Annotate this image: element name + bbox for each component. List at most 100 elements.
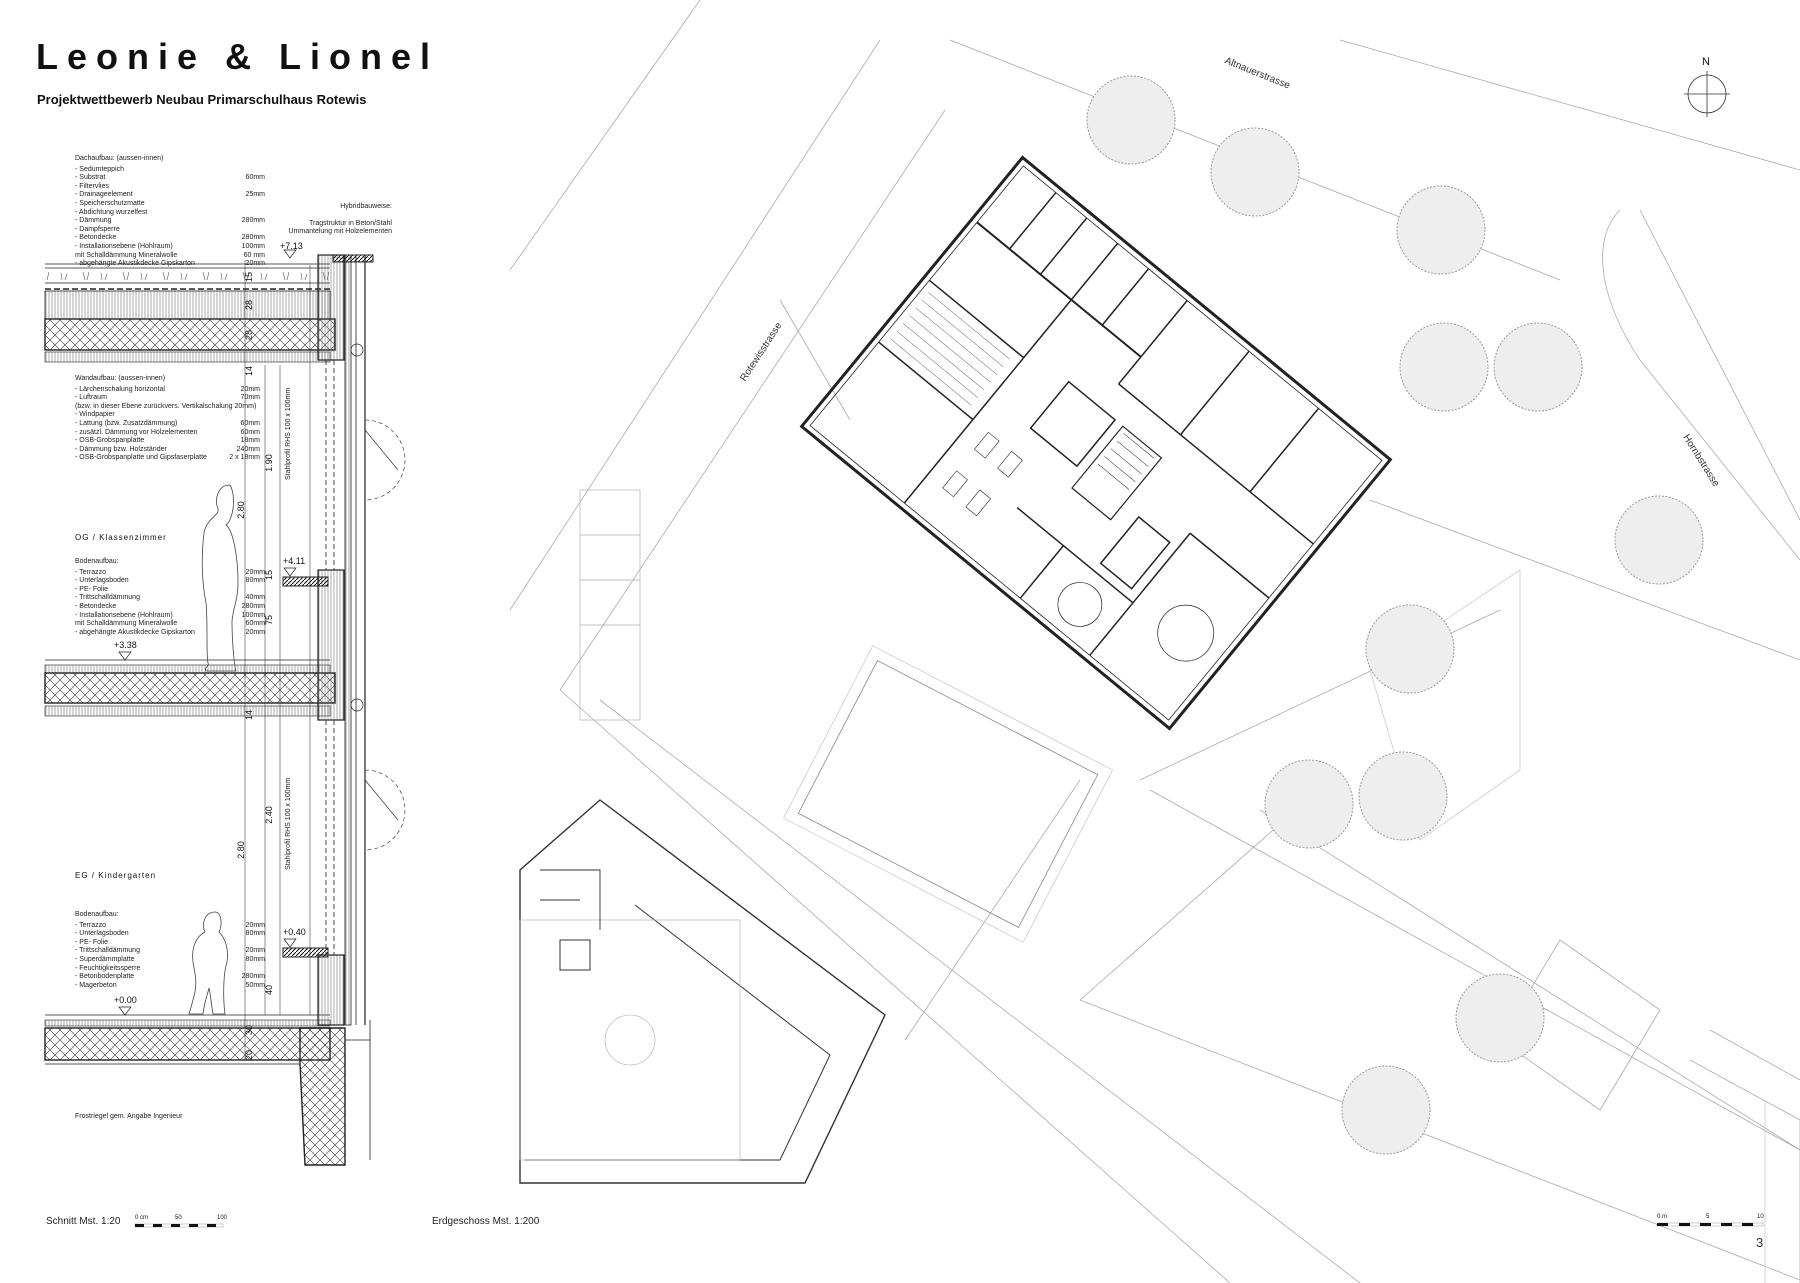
layer-thickness: 18mm <box>240 437 260 445</box>
layer-name: mit Schalldämmung Mineralwolle <box>75 620 178 628</box>
layer-thickness <box>225 166 265 175</box>
layer-name: - abgehängte Akustikdecke Gipskarton <box>75 628 195 636</box>
wall-buildup-spec: Wandaufbau: (aussen-innen)- Lärchenschal… <box>75 375 260 463</box>
layer-thickness: 60mm <box>245 174 265 182</box>
layer-name: - Dämmung <box>75 217 112 225</box>
level-eg-sill: +0.40 <box>283 927 306 937</box>
dim-eg-sill: 40 <box>264 984 275 996</box>
sports-field <box>782 645 1114 943</box>
layer-name: - OSB-Grobspanplatte und Gipsfaserplatte <box>75 454 207 462</box>
layer-thickness <box>225 226 265 235</box>
spec-layer-row: - PE- Folie <box>75 939 265 948</box>
layer-thickness: 2 x 18mm <box>229 454 260 462</box>
layer-thickness: 40mm <box>245 594 265 602</box>
layer-name: - Unterlagsboden <box>75 577 129 585</box>
north-label: N <box>1702 56 1710 68</box>
spec-layer-row: - Unterlagsboden 80mm <box>75 577 265 586</box>
layer-thickness: 20mm <box>240 385 260 393</box>
page-number: 3 <box>1756 1235 1764 1250</box>
layer-name: - OSB-Grobspanplatte <box>75 437 145 445</box>
layer-name: - Magerbeton <box>75 981 117 989</box>
dim-roof-top: 15 <box>244 271 255 283</box>
project-subtitle: Projektwettbewerb Neubau Primarschulhaus… <box>37 92 367 107</box>
level-og-sill: +4.11 <box>283 556 306 566</box>
person-child-silhouette <box>188 911 228 1015</box>
layer-name: - Dämmung bzw. Holzständer <box>75 445 167 453</box>
layer-name: - Abdichtung wurzelfest <box>75 208 148 216</box>
spec-layer-row: - PE- Folie <box>75 586 265 595</box>
tree-icon <box>1341 1065 1431 1155</box>
spec-layer-row: - Dämmung bzw. Holzständer 240mm <box>75 446 260 455</box>
layer-thickness: 60mm <box>240 428 260 436</box>
spec-layer-row: - Magerbeton 50mm <box>75 982 265 991</box>
spec-layer-row: - Filtervlies <box>75 183 265 192</box>
spec-layer-row: - Abdichtung wurzelfest <box>75 209 265 218</box>
spec-heading: Dachaufbau: (aussen-innen) <box>75 155 164 162</box>
tree-icon <box>1210 127 1300 217</box>
layer-thickness: 100mm <box>241 242 265 250</box>
layer-name: (bzw. in dieser Ebene zurückvers. Vertik… <box>75 402 257 410</box>
layer-thickness: 80mm <box>245 955 265 963</box>
layer-name: - PE- Folie <box>75 938 109 946</box>
layer-name: - Installationsebene (Hohlraum) <box>75 242 173 250</box>
layer-name: - PE- Folie <box>75 585 109 593</box>
dim-roof-ceiling: 14 <box>244 365 255 377</box>
spec-layer-row: - OSB-Grobspanplatte und Gipsfaserplatte… <box>75 454 260 463</box>
spec-layer-row: - Feuchtigkeitssperre <box>75 965 265 974</box>
layer-name: - Feuchtigkeitssperre <box>75 964 141 972</box>
layer-name: - Installationsebene (Hohlraum) <box>75 611 173 619</box>
section-scale-label: Schnitt Mst. 1:20 <box>46 1216 121 1227</box>
plan-scale-tick-10: 10 <box>1757 1214 1764 1220</box>
school-building-plan <box>799 155 1393 731</box>
layer-thickness: 80mm <box>245 577 265 585</box>
plan-scale-bar <box>1656 1222 1764 1227</box>
person-adult-silhouette <box>201 484 239 672</box>
dim-og-height: 2.80 <box>235 501 246 519</box>
layer-thickness: 20mm <box>245 568 265 576</box>
layer-thickness: 240mm <box>236 445 260 453</box>
dim-roof-slab: 28 <box>244 329 255 341</box>
dim-eg-slab: 20 <box>244 1049 255 1061</box>
trees <box>1086 75 1704 1155</box>
tree-icon <box>1264 759 1354 849</box>
site-plan <box>509 0 1800 1283</box>
layer-thickness: 60mm <box>245 620 265 628</box>
layer-thickness: 20mm <box>245 921 265 929</box>
spec-layer-row: - Dampfsperre <box>75 226 265 235</box>
level-eg-floor: +0.00 <box>114 995 137 1005</box>
layer-name: - Lattung (bzw. Zusatzdämmung) <box>75 419 178 427</box>
plan-scale-tick-0: 0 m <box>1657 1214 1668 1220</box>
spec-heading: Bodenaufbau: <box>75 558 119 565</box>
layer-thickness: 50mm <box>245 981 265 989</box>
eg-kindergarten-label: EG / Kindergarten <box>75 871 157 880</box>
layer-thickness <box>225 965 265 974</box>
page-title: Leonie & Lionel <box>36 36 440 77</box>
layer-name: mit Schalldämmung Mineralwolle <box>75 251 178 259</box>
tree-icon <box>1399 322 1489 412</box>
spec-layer-row: - Installationsebene (Hohlraum) 100mm <box>75 243 265 252</box>
spec-layer-row: - Trittschalldämmung 40mm <box>75 594 265 603</box>
spec-layer-row: - OSB-Grobspanplatte 18mm <box>75 437 260 446</box>
layer-name: - Trittschalldämmung <box>75 594 140 602</box>
layer-thickness: 60mm <box>240 419 260 427</box>
layer-thickness: 20mm <box>245 947 265 955</box>
hybrid-heading: Hybridbauweise: <box>340 203 392 210</box>
dim-eg-window: 2.40 <box>263 806 274 824</box>
dim-roof-insulation: 28 <box>244 299 255 311</box>
layer-thickness <box>225 586 265 595</box>
layer-thickness <box>225 200 265 209</box>
layer-name: - Lärchenschalung horizontal <box>75 385 165 393</box>
